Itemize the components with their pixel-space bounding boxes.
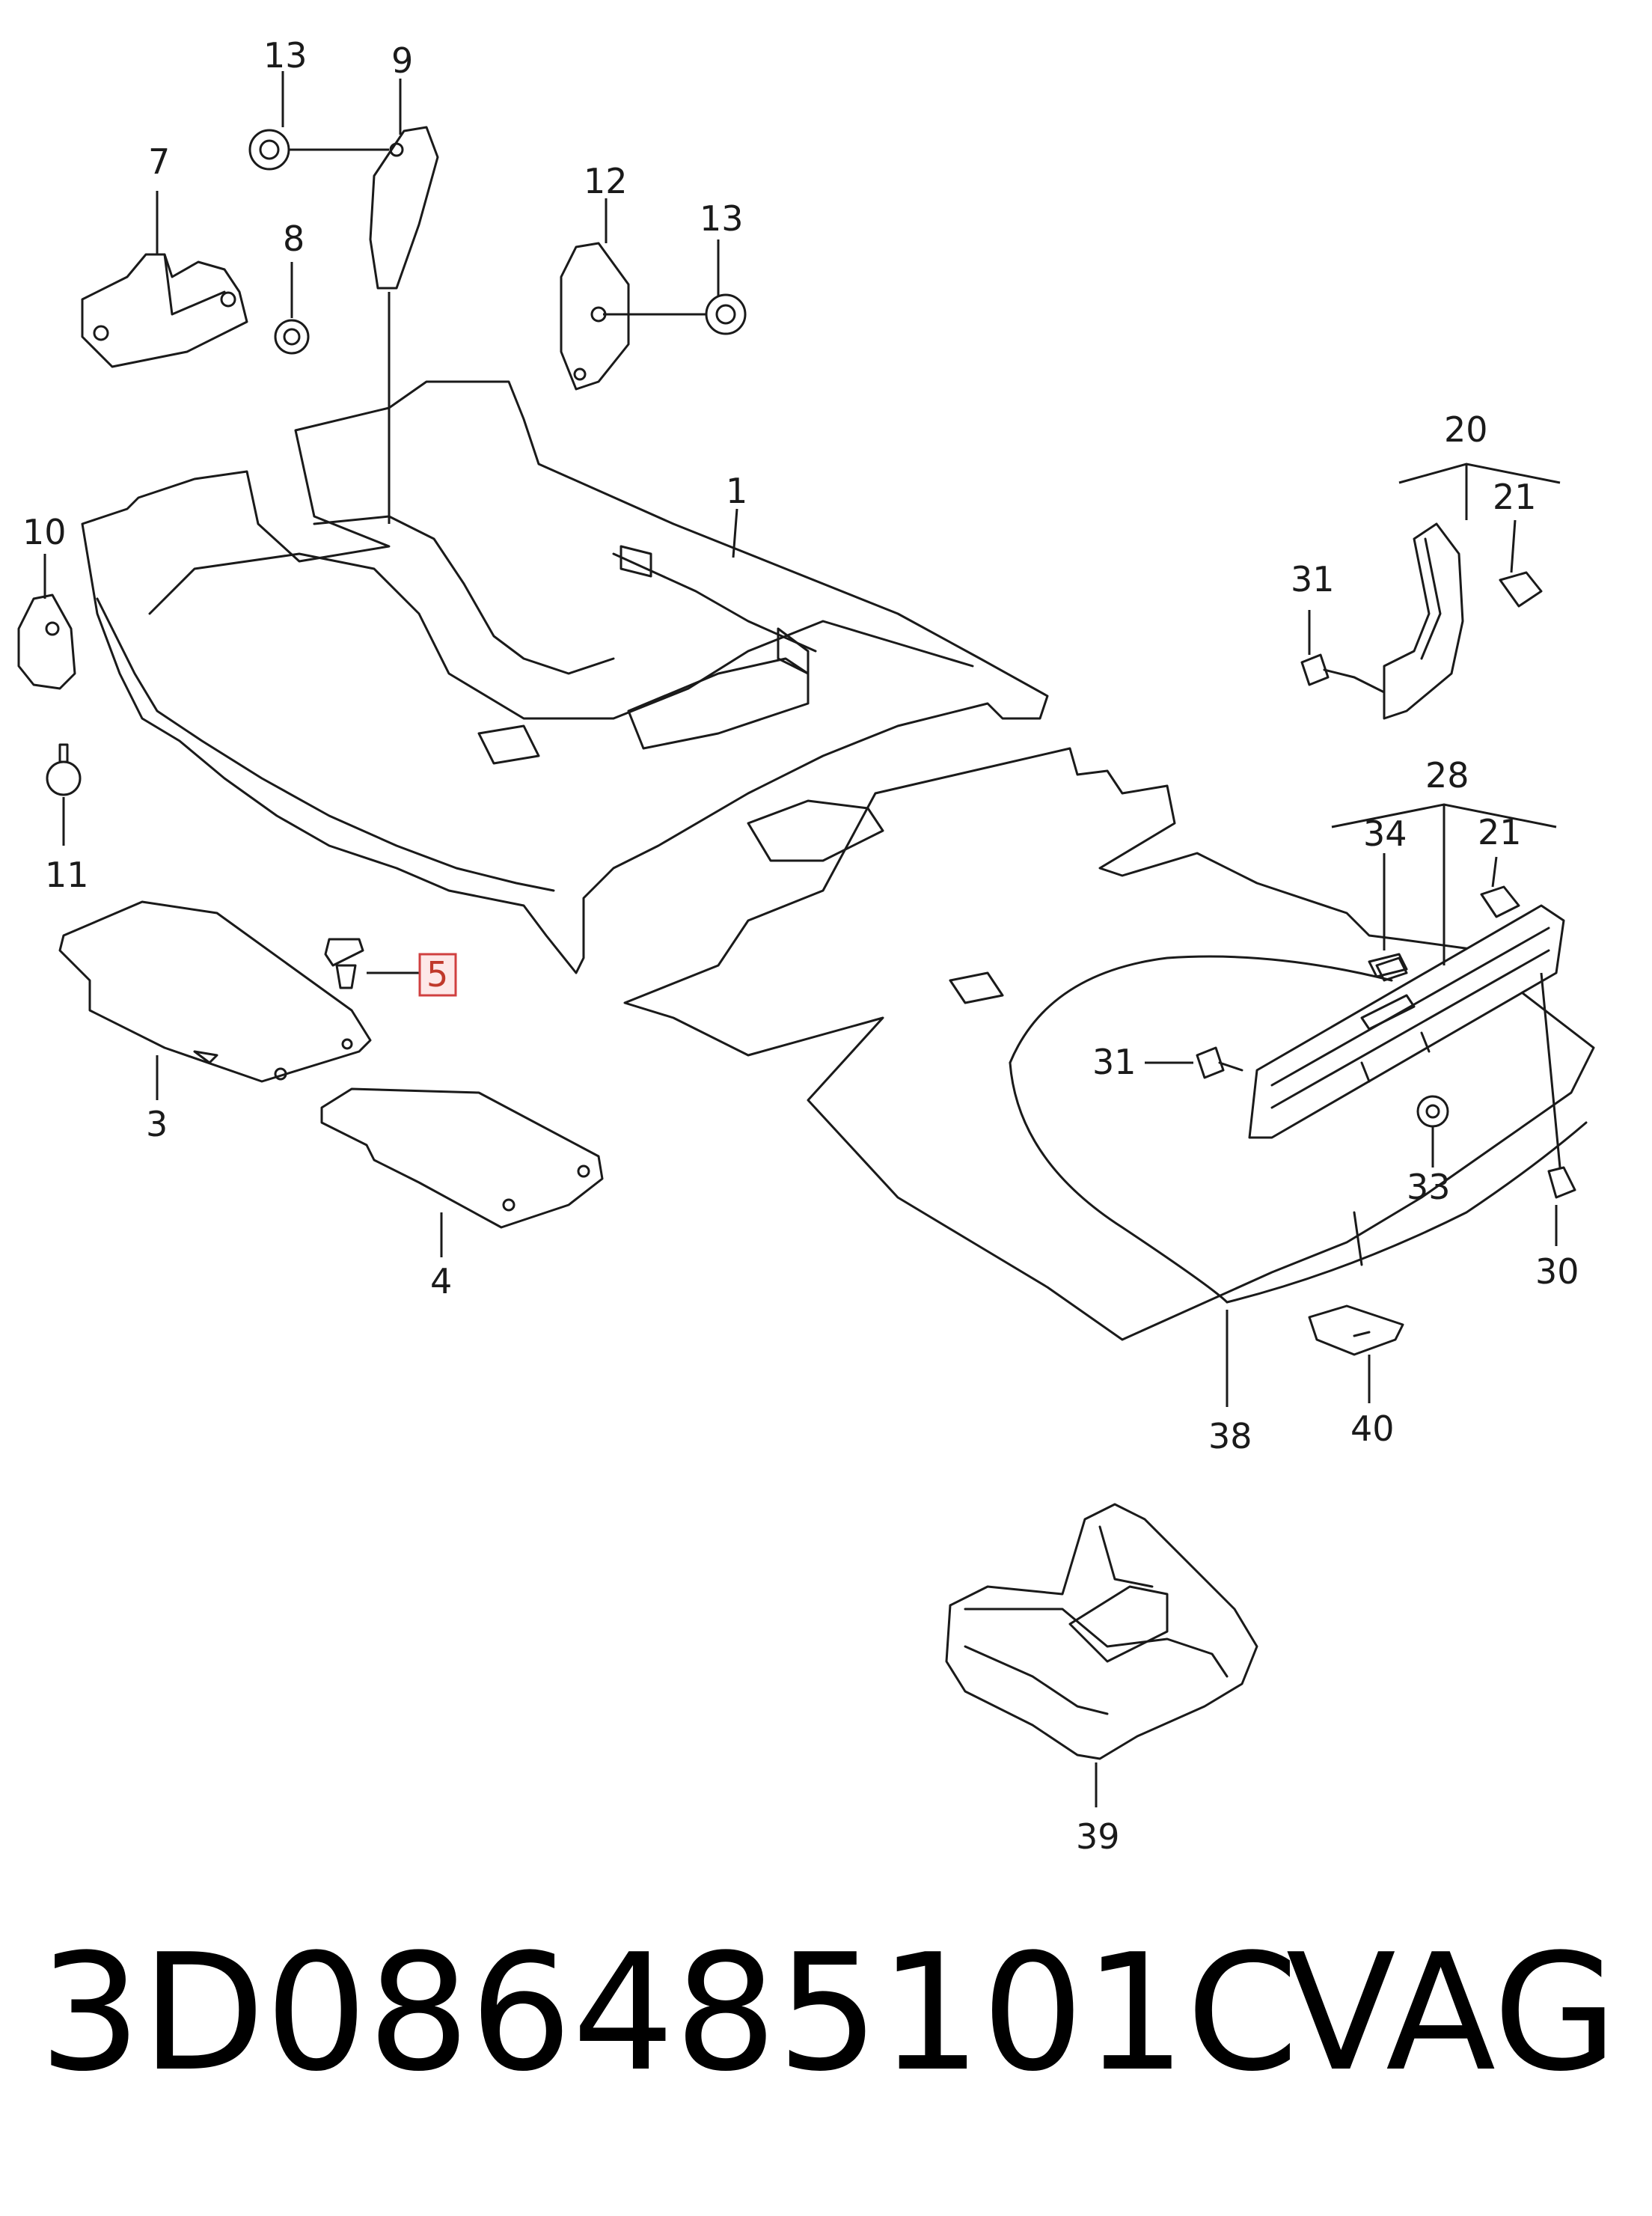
callout-34: 34 (1363, 814, 1407, 854)
callout-31-mid: 31 (1092, 1042, 1136, 1082)
part-31-screw-b (1196, 1046, 1243, 1079)
part-5-clip (324, 938, 364, 1050)
callout-39: 39 (1076, 1816, 1120, 1857)
callout-9: 9 (391, 40, 413, 81)
part-21-clip-b (1480, 885, 1520, 918)
callout-11: 11 (45, 855, 89, 895)
part-7-bracket (81, 253, 248, 368)
callout-40: 40 (1350, 1408, 1395, 1449)
callout-13-mid: 13 (700, 198, 744, 239)
callout-10: 10 (22, 512, 67, 552)
part-33-nut (1416, 1095, 1449, 1128)
part-11-screw (46, 743, 82, 796)
part-13-nut-b (705, 293, 747, 335)
part-8-bolt (274, 319, 310, 355)
callout-12: 12 (584, 161, 628, 201)
part-12-bracket (560, 242, 630, 391)
leader-lines (43, 71, 1561, 1807)
part-13-nut-a (248, 129, 290, 171)
callout-28: 28 (1425, 755, 1469, 796)
callout-13-top: 13 (263, 35, 308, 76)
callout-4: 4 (430, 1261, 452, 1301)
part-10-bracket (17, 593, 76, 690)
footer: 3D086485101C VAG (39, 1927, 1618, 2099)
brand: VAG (1285, 1919, 1618, 2107)
part-9-bracket (369, 126, 439, 290)
callout-31-top: 31 (1291, 559, 1335, 599)
callout-8: 8 (283, 219, 305, 259)
callout-21-top: 21 (1493, 477, 1537, 517)
callout-3: 3 (146, 1104, 168, 1144)
part-31-screw-a (1300, 653, 1356, 686)
part-30-clip (1547, 1166, 1576, 1199)
part-40-cap (1308, 1304, 1404, 1356)
part-38-rear-floor-mat (623, 747, 1595, 1341)
callout-21-mid: 21 (1478, 812, 1522, 852)
part-39-storage-tray (945, 1503, 1258, 1760)
callout-labels: 13 9 7 8 12 13 20 1 21 10 31 28 34 21 11… (22, 35, 1579, 1857)
part-number: 3D086485101C (39, 1919, 1299, 2107)
part-20-pillar-trim (1383, 522, 1464, 720)
callout-20: 20 (1444, 409, 1488, 450)
callout-38: 38 (1208, 1416, 1252, 1456)
callout-5: 5 (426, 954, 448, 995)
callout-33: 33 (1407, 1167, 1451, 1207)
part-1-floor-carpet (81, 380, 1049, 974)
callout-1: 1 (726, 471, 747, 511)
callout-7: 7 (148, 141, 170, 182)
callout-30: 30 (1535, 1251, 1579, 1292)
part-3-front-mat (58, 900, 372, 1083)
part-28-sill-trim (1248, 904, 1565, 1139)
part-34-label (1368, 953, 1408, 978)
part-21-clip-a (1499, 571, 1543, 608)
part-4-rear-mat (320, 1087, 604, 1229)
callout-5-highlight-box (418, 953, 457, 997)
